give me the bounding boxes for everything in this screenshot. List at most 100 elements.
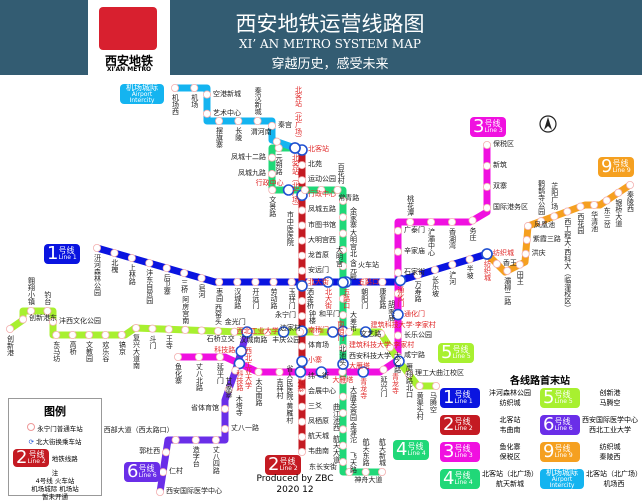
station-marker[interactable] — [297, 266, 306, 275]
station-marker[interactable] — [297, 206, 306, 215]
station-label[interactable]: 文教园 — [85, 341, 94, 362]
transfer-station-marker[interactable] — [393, 355, 405, 368]
station-label[interactable]: 万寿路 — [414, 281, 423, 303]
station-label[interactable]: 常青路 — [338, 194, 360, 202]
station-marker[interactable] — [503, 266, 512, 275]
station-label[interactable]: 市中医医院 — [286, 211, 295, 246]
station-label[interactable]: 翱翔小镇 — [27, 277, 36, 305]
station-label[interactable]: 科技路 — [214, 346, 236, 355]
station-marker[interactable] — [338, 392, 347, 401]
station-marker[interactable] — [297, 236, 306, 245]
station-marker[interactable] — [482, 203, 491, 212]
station-label[interactable]: 复兴大道南 — [132, 334, 141, 370]
station-marker[interactable] — [333, 185, 342, 194]
station-marker[interactable] — [563, 207, 572, 216]
station-label[interactable]: 北客站 — [308, 145, 329, 153]
station-label[interactable]: 大明宫北 — [349, 229, 358, 258]
station-label[interactable]: 西花园 — [576, 212, 585, 234]
station-label[interactable]: 保税区 — [493, 140, 514, 148]
station-label[interactable]: 田王 — [516, 270, 525, 285]
station-marker[interactable] — [287, 277, 296, 286]
station-label[interactable]: 阿房宫南 — [181, 295, 190, 324]
station-marker[interactable] — [197, 274, 206, 283]
station-label[interactable]: 理工大曲江校区 — [414, 369, 464, 378]
station-marker[interactable] — [338, 441, 347, 450]
station-label[interactable]: 延兴门 — [379, 375, 388, 397]
transfer-station-marker[interactable] — [235, 345, 248, 358]
station-label[interactable]: 三桥 — [180, 279, 189, 294]
station-marker[interactable] — [267, 169, 276, 178]
transfer-station-marker[interactable] — [233, 357, 246, 370]
station-marker[interactable] — [181, 325, 190, 334]
station-label[interactable]: 汉城路 — [233, 288, 242, 309]
station-marker[interactable] — [378, 277, 387, 286]
station-marker[interactable] — [515, 260, 524, 269]
transfer-station-marker[interactable] — [277, 326, 290, 338]
station-label[interactable]: 沣西文化公园 — [59, 316, 101, 325]
station-label[interactable]: 摆旗寨 — [215, 127, 224, 148]
station-marker[interactable] — [127, 254, 136, 263]
station-marker[interactable] — [393, 331, 402, 340]
station-marker[interactable] — [296, 327, 305, 336]
station-label[interactable]: 五路口 — [358, 277, 379, 286]
station-marker[interactable] — [338, 213, 347, 222]
station-marker[interactable] — [361, 467, 370, 476]
station-label[interactable]: 斗门 — [148, 334, 157, 349]
station-marker[interactable] — [43, 306, 52, 315]
station-marker[interactable] — [215, 117, 224, 126]
station-label[interactable]: 小寨 — [308, 356, 322, 365]
station-marker[interactable] — [190, 84, 199, 93]
station-marker[interactable] — [492, 259, 501, 268]
station-marker[interactable] — [393, 247, 402, 256]
station-marker[interactable] — [338, 245, 347, 254]
station-label[interactable]: 双寨 — [493, 181, 507, 190]
station-label[interactable]: 纬一街 — [308, 371, 329, 380]
station-label[interactable]: 北大街 — [308, 277, 329, 286]
station-label[interactable]: 文艺路 — [360, 330, 382, 338]
station-label[interactable]: 文景路 — [268, 196, 277, 217]
station-label[interactable]: 三爻 — [308, 401, 322, 410]
station-label[interactable]: 和平门 — [319, 310, 340, 319]
station-label[interactable]: 汉城南路 — [239, 335, 268, 344]
station-marker[interactable] — [297, 251, 306, 260]
station-marker[interactable] — [431, 381, 440, 390]
station-label[interactable]: 黄渠头村 — [416, 392, 425, 420]
station-label[interactable]: 洒金桥 — [306, 288, 315, 309]
station-marker[interactable] — [317, 185, 326, 194]
station-label[interactable]: 朝阳门 — [360, 288, 369, 309]
station-label[interactable]: 艺术中心 — [213, 108, 241, 117]
transfer-station-marker[interactable] — [337, 358, 349, 370]
station-label[interactable]: 建筑科技大学·李家村 — [349, 341, 415, 350]
station-label[interactable]: 半坡 — [466, 265, 475, 280]
station-label[interactable]: 木塔寺 — [235, 395, 244, 417]
station-marker[interactable] — [253, 117, 262, 126]
station-label[interactable]: 西北工业大学 — [236, 327, 279, 335]
station-label[interactable]: 渭河南 — [250, 127, 272, 136]
station-label[interactable]: 建筑科技大学·李家村 — [370, 321, 436, 329]
station-label[interactable]: 欢乐谷 — [101, 341, 110, 362]
station-label[interactable]: 北大街 — [324, 288, 333, 309]
station-marker[interactable] — [522, 235, 531, 244]
station-marker[interactable] — [220, 404, 229, 413]
station-marker[interactable] — [194, 352, 203, 361]
station-label[interactable]: 航天新城 — [378, 438, 387, 466]
station-label[interactable]: 吉祥村 — [275, 378, 284, 399]
station-label[interactable]: 通化门 — [404, 309, 425, 318]
station-label[interactable]: 市图书馆 — [308, 220, 336, 229]
station-marker[interactable] — [614, 188, 623, 197]
station-label[interactable]: 东长安街 — [309, 463, 337, 472]
station-label[interactable]: 甘家寨 — [224, 376, 233, 398]
station-label[interactable]: 边家村 — [280, 324, 302, 332]
station-label[interactable]: 太白南路 — [255, 378, 264, 406]
station-marker[interactable] — [148, 324, 157, 333]
station-marker[interactable] — [338, 409, 347, 418]
station-marker[interactable] — [18, 315, 27, 324]
station-marker[interactable] — [215, 277, 224, 286]
station-label[interactable]: 钓台 — [43, 291, 52, 305]
transfer-station-marker[interactable] — [357, 366, 370, 378]
station-label[interactable]: 镐京 — [118, 341, 127, 355]
station-marker[interactable] — [393, 226, 402, 235]
station-marker[interactable] — [171, 435, 180, 444]
station-label[interactable]: 运动公园 — [308, 175, 336, 184]
transfer-station-marker[interactable] — [392, 308, 404, 321]
